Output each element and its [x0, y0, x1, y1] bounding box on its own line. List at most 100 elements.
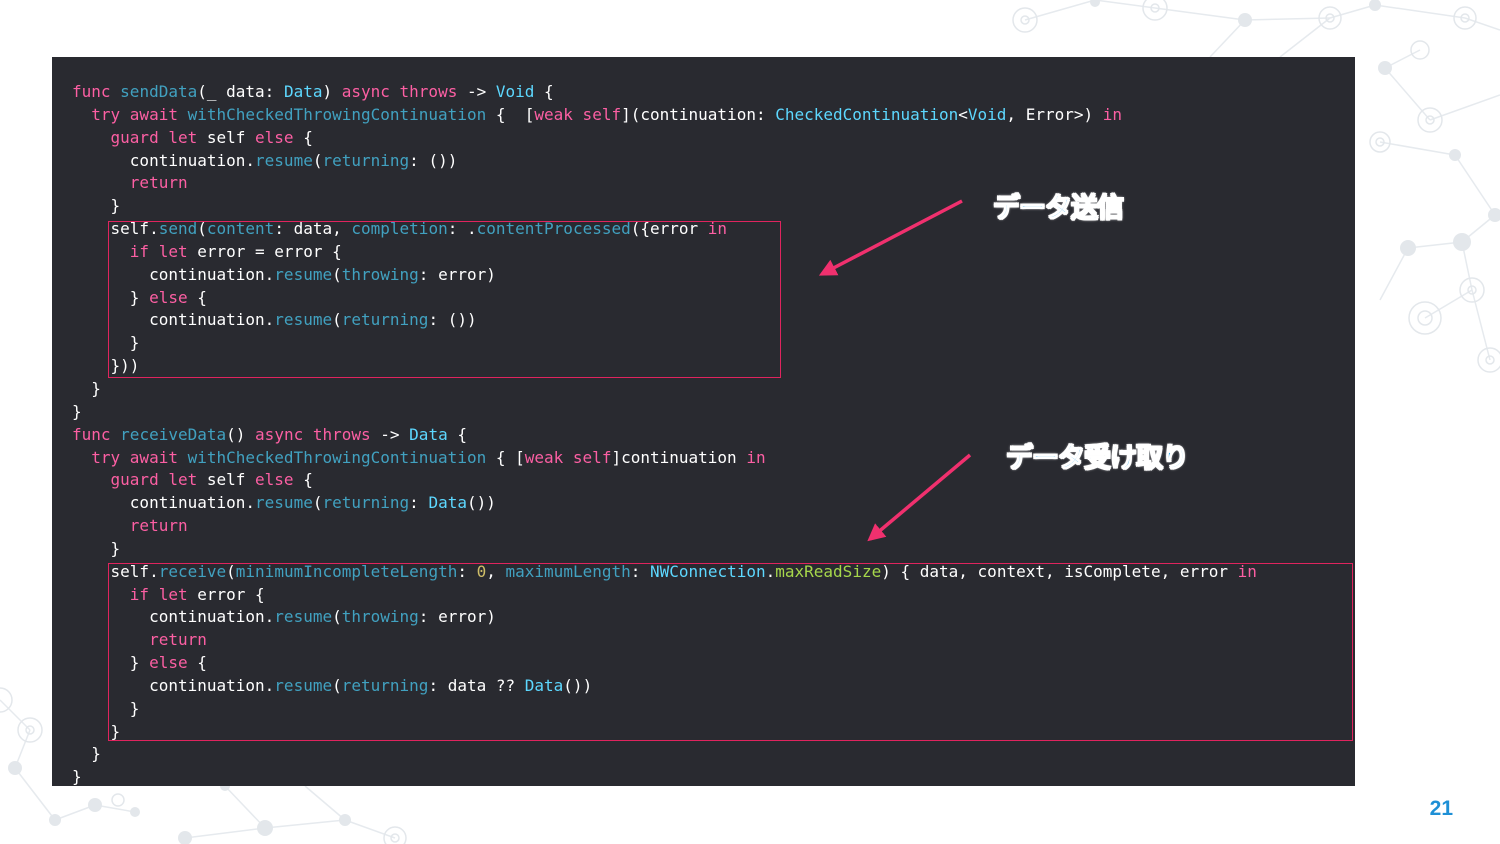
- code-token: ()): [563, 675, 593, 695]
- code-token: ()): [466, 493, 496, 513]
- code-token: resume: [274, 264, 333, 284]
- code-token: 0: [476, 561, 487, 581]
- code-token: ->: [457, 82, 496, 101]
- code-token: resume: [255, 493, 313, 513]
- code-token: }: [72, 378, 101, 398]
- receive-code-highlight-box: [108, 563, 1353, 741]
- code-token: continuation.: [72, 607, 275, 627]
- code-token: (: [332, 607, 342, 627]
- code-token: (: [332, 675, 342, 695]
- code-token: [72, 128, 111, 147]
- code-token: weak self: [534, 104, 622, 124]
- code-line: continuation.resume(throwing: error): [72, 606, 1257, 629]
- code-line: try await withCheckedThrowingContinuatio…: [72, 447, 1257, 470]
- code-token: completion: [351, 219, 448, 239]
- code-token: }: [72, 196, 121, 216]
- code-line: guard let self else {: [72, 469, 1257, 492]
- code-token: [72, 470, 111, 489]
- code-line: if let error = error {: [72, 241, 1257, 264]
- code-line: continuation.resume(returning: ()): [72, 309, 1257, 332]
- code-line: continuation.resume(throwing: error): [72, 264, 1257, 287]
- code-token: else: [255, 127, 294, 147]
- code-token: contentProcessed: [476, 219, 631, 239]
- code-token: weak self: [524, 447, 612, 467]
- code-token: :: [630, 561, 651, 581]
- swift-code-block: func sendData(_ data: Data) async throws…: [72, 81, 1257, 786]
- code-token: { [: [486, 104, 535, 124]
- code-token: return: [129, 173, 188, 193]
- code-line: continuation.resume(returning: Data()): [72, 492, 1257, 515]
- code-token: continuation.: [72, 675, 275, 695]
- code-token: Data: [524, 675, 564, 695]
- code-token: if let: [129, 241, 198, 261]
- code-token: : error): [418, 607, 496, 627]
- code-token: maxReadSize: [775, 561, 882, 581]
- code-token: [72, 448, 91, 467]
- code-token: try await: [91, 104, 188, 124]
- code-token: content: [206, 219, 275, 239]
- code-token: : data,: [274, 219, 352, 239]
- code-token: async throws: [341, 82, 458, 101]
- send-callout-label: データ送信: [992, 192, 1124, 224]
- code-token: Void: [967, 104, 1007, 124]
- code-token: continuation.: [72, 150, 256, 170]
- code-token: self.: [72, 561, 159, 581]
- code-token: self: [206, 127, 256, 147]
- code-line: } else {: [72, 287, 1257, 310]
- code-token: })): [72, 356, 140, 376]
- code-token: : ()): [428, 310, 477, 330]
- code-token: , Error>): [1006, 104, 1103, 124]
- code-token: (: [312, 493, 323, 513]
- code-line: continuation.resume(returning: ()): [72, 150, 1257, 173]
- code-token: <: [958, 104, 968, 124]
- code-token: throwing: [341, 264, 419, 284]
- code-line: if let error {: [72, 584, 1257, 607]
- code-token: guard let: [110, 127, 207, 147]
- code-line: continuation.resume(returning: data ?? D…: [72, 675, 1257, 698]
- code-token: return: [149, 630, 207, 650]
- code-line: }: [72, 743, 1257, 766]
- code-token: NWConnection: [650, 561, 766, 581]
- code-line: }: [72, 538, 1257, 561]
- code-token: Void: [495, 82, 535, 101]
- code-token: sendData: [120, 82, 198, 101]
- code-token: (: [312, 150, 323, 170]
- code-token: {: [187, 653, 207, 673]
- code-line: return: [72, 515, 1257, 538]
- code-token: : error): [418, 264, 496, 284]
- code-line: self.receive(minimumIncompleteLength: 0,…: [72, 561, 1257, 584]
- code-token: : ()): [409, 150, 458, 170]
- code-token: throwing: [341, 607, 419, 627]
- receive-callout-label: データ受け取り: [1005, 442, 1189, 474]
- code-token: else: [149, 287, 188, 307]
- code-token: }: [72, 744, 101, 764]
- code-token: }: [72, 698, 140, 718]
- code-token: resume: [255, 150, 313, 170]
- code-token: .: [765, 561, 776, 581]
- code-token: withCheckedThrowingContinuation: [187, 447, 487, 467]
- code-token: continuation.: [72, 493, 256, 513]
- code-token: }: [72, 401, 82, 421]
- code-token: [72, 173, 130, 192]
- code-token: returning: [322, 150, 410, 170]
- code-line: }: [72, 195, 1257, 218]
- code-token: (: [197, 219, 207, 239]
- code-token: in: [1102, 104, 1123, 124]
- code-token: in: [707, 219, 728, 239]
- code-token: }: [72, 767, 82, 786]
- code-token: return: [129, 516, 188, 536]
- code-line: return: [72, 172, 1257, 195]
- code-token: (: [332, 264, 342, 284]
- code-token: (: [332, 310, 342, 330]
- code-token: Data: [428, 493, 467, 513]
- code-token: resume: [274, 607, 333, 627]
- code-token: : data ??: [428, 675, 525, 695]
- code-token: [72, 105, 91, 124]
- code-token: (): [226, 424, 256, 444]
- code-line: } else {: [72, 652, 1257, 675]
- code-token: : .: [447, 219, 477, 239]
- code-token: continuation.: [72, 264, 275, 284]
- code-token: :: [409, 493, 429, 513]
- code-screenshot-panel: func sendData(_ data: Data) async throws…: [52, 57, 1355, 786]
